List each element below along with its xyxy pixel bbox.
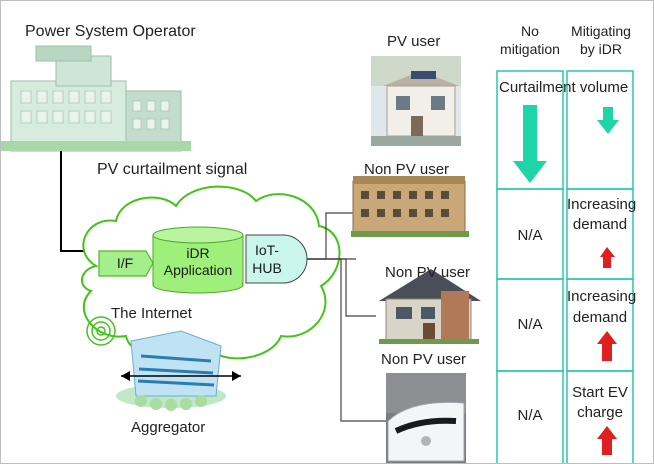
non-pv-user-label: Non PV user (364, 161, 450, 178)
internet-label: The Internet (111, 305, 192, 322)
increasing-demand-line2: demand (572, 216, 628, 233)
na-cell: N/A (517, 227, 543, 244)
mitigating-header-line1: Mitigating (571, 23, 631, 39)
start-ev-charge-line2: charge (577, 404, 623, 421)
if-box-label: I/F (116, 255, 134, 271)
increasing-demand-line1: Increasing (567, 288, 637, 305)
curtailment-volume-label: Curtailment volume (499, 79, 629, 96)
increasing-demand-line2: demand (572, 309, 628, 326)
na-cell: N/A (517, 407, 543, 424)
red-up-arrow-icon (597, 331, 617, 361)
connection-lines (307, 212, 386, 422)
pv-house-icon (371, 56, 461, 146)
idr-application-icon (152, 226, 244, 294)
no-mitigation-header-line2: mitigation (500, 41, 560, 57)
no-mitigation-header-line1: No (521, 23, 539, 39)
non-pv-user-label: Non PV user (385, 264, 471, 281)
signal-label: PV curtailment signal (97, 161, 248, 178)
start-ev-charge-line1: Start EV (572, 384, 628, 401)
hub-label-line2: HUB (252, 260, 282, 276)
house-icon (379, 269, 481, 344)
aggregator-building-icon (116, 330, 241, 411)
car-icon (386, 373, 466, 463)
apartment-building-icon (351, 176, 469, 237)
operator-building-icon (1, 45, 191, 152)
increasing-demand-line1: Increasing (567, 196, 637, 213)
red-up-arrow-icon (597, 426, 617, 455)
hub-label-line1: IoT- (254, 242, 280, 258)
iot-hub-box (245, 234, 308, 284)
operator-label: Power System Operator (25, 23, 196, 40)
large-down-arrow-icon (513, 105, 547, 183)
mitigating-header-line2: by iDR (579, 41, 622, 57)
red-up-arrow-icon (600, 247, 615, 268)
idr-label-line2: Application (163, 262, 233, 278)
comparison-grid (496, 70, 634, 463)
non-pv-user-label: Non PV user (381, 351, 467, 368)
na-cell: N/A (517, 316, 543, 333)
idr-label-line1: iDR (186, 245, 210, 261)
small-down-arrow-icon (597, 107, 619, 134)
pv-user-label: PV user (387, 33, 441, 50)
if-box (98, 250, 154, 277)
aggregator-label: Aggregator (131, 419, 206, 436)
network-swirl-icon (86, 316, 116, 346)
